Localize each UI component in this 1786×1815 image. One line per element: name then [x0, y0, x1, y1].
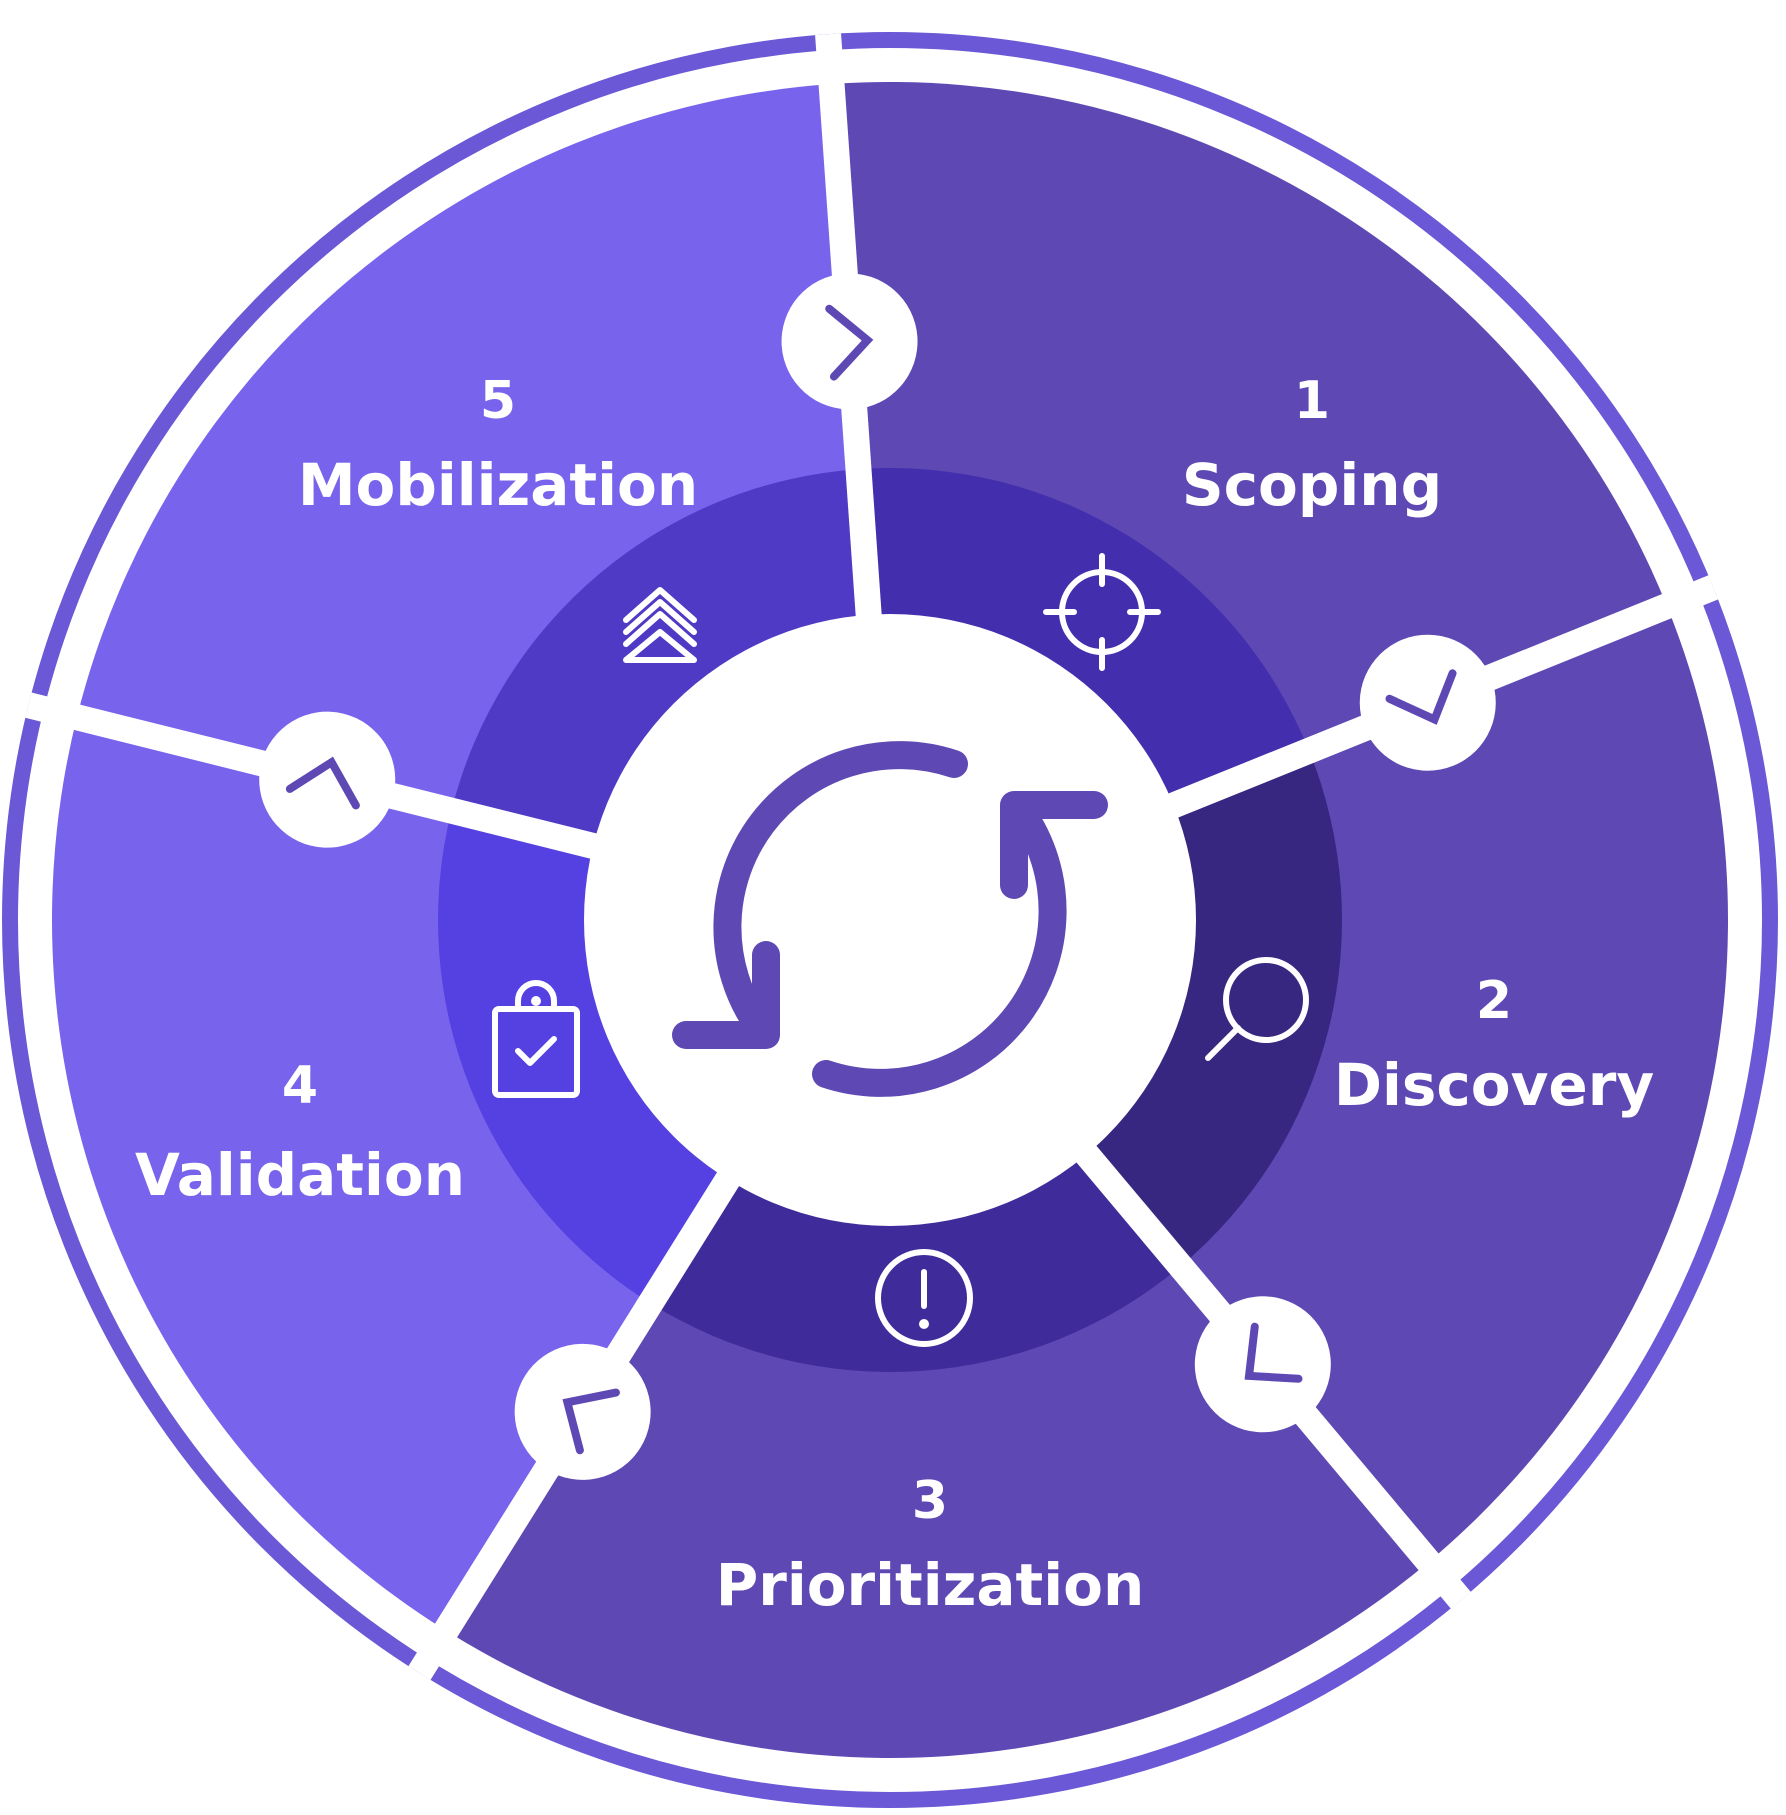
- connector-disc: [781, 273, 918, 410]
- stage-2-label: 2 Discovery: [1334, 971, 1654, 1119]
- chevron-right-icon: [1385, 669, 1457, 725]
- connector-node-2: [1359, 634, 1496, 771]
- magnifier-icon: [1205, 957, 1309, 1061]
- stage-1-label: 1 Scoping: [1182, 371, 1442, 519]
- connector-node-4: [514, 1343, 651, 1480]
- stage-4-label: 4 Validation: [135, 1056, 465, 1209]
- stage-3-label: 3 Prioritization: [716, 1471, 1145, 1619]
- stage-number: 1: [1294, 371, 1330, 431]
- connector-disc: [514, 1343, 651, 1480]
- connector-disc: [1194, 1296, 1331, 1433]
- stage-number: 2: [1476, 971, 1512, 1031]
- crosshair-icon: [1043, 553, 1161, 671]
- clipboard-check-icon: [492, 980, 580, 1098]
- chevron-right-icon: [285, 756, 360, 810]
- connectors: [259, 273, 1496, 1480]
- stage-name: Validation: [135, 1141, 465, 1209]
- connector-node-1: [781, 273, 918, 410]
- connector-node-5: [259, 711, 396, 848]
- stage-number: 3: [912, 1471, 948, 1531]
- stage-number: 4: [282, 1056, 318, 1116]
- center-disc: [584, 614, 1196, 1226]
- stage-name: Mobilization: [298, 451, 698, 519]
- stage-number: 5: [480, 371, 516, 431]
- connector-node-3: [1194, 1296, 1331, 1433]
- outer-ring: [2, 32, 1778, 1808]
- stage-name: Scoping: [1182, 451, 1442, 519]
- stage-name: Prioritization: [716, 1551, 1145, 1619]
- chevron-right-icon: [562, 1388, 620, 1455]
- connector-disc: [259, 711, 396, 848]
- stage-5-label: 5 Mobilization: [298, 371, 698, 519]
- layers-up-icon: [623, 587, 697, 663]
- stage-name: Discovery: [1334, 1051, 1654, 1119]
- chevron-right-icon: [825, 304, 874, 381]
- alert-circle-icon: [875, 1249, 973, 1347]
- cycle-arrows-icon: [672, 741, 1108, 1097]
- connector-disc: [1359, 634, 1496, 771]
- chevron-right-icon: [1244, 1322, 1303, 1383]
